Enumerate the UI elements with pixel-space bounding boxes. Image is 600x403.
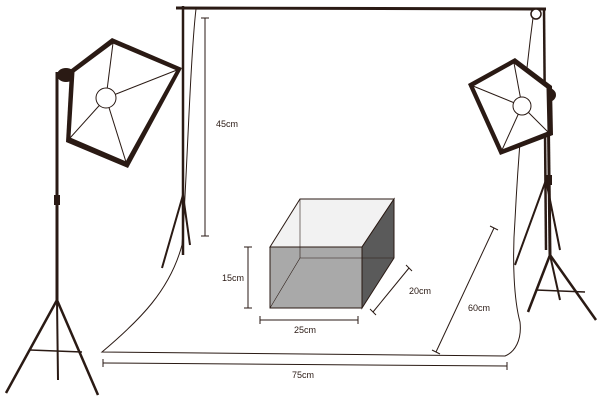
left-stand-leg-2 <box>55 299 100 396</box>
left-stand-brace <box>29 349 83 353</box>
dim-floor-depth-line <box>435 227 495 353</box>
left-stand-clamp <box>54 195 60 205</box>
label-box-width: 25cm <box>294 325 316 335</box>
right-softbox-bulb <box>512 96 532 116</box>
left-softbox-seam-3 <box>105 97 127 163</box>
label-backdrop-height: 45cm <box>216 119 238 129</box>
left-softbox-seam-2 <box>105 69 178 99</box>
dim-box-depth-cap-b <box>405 264 413 272</box>
label-backdrop-width: 75cm <box>292 370 314 380</box>
right-stand-brace <box>535 289 586 293</box>
left-stand-leg-3 <box>56 299 59 381</box>
box-hidden-edge-3 <box>269 257 301 309</box>
tripod-stand-icon <box>4 72 100 396</box>
right-stand-clamp <box>546 175 552 185</box>
softbox-light-icon <box>57 38 182 168</box>
dim-floor-depth-cap-a <box>431 349 441 355</box>
label-box-depth: 20cm <box>409 286 431 296</box>
dim-floor-depth-cap-b <box>489 225 499 231</box>
softbox-light-icon <box>468 58 556 155</box>
box-front-face <box>269 246 363 309</box>
dimension-labels: 45cm 15cm 20cm 25cm 60cm 75cm <box>216 119 490 380</box>
dim-box-depth-cap-a <box>369 308 377 316</box>
backdrop-roll-end <box>530 8 542 20</box>
label-box-height: 15cm <box>222 273 244 283</box>
right-stand-leg-1 <box>526 254 552 313</box>
left-stand-leg-1 <box>4 299 59 394</box>
backdrop-left-leg-a <box>161 194 184 269</box>
dimension-lines <box>102 17 508 370</box>
backdrop-right-leg-a <box>514 179 547 266</box>
product-box <box>269 197 395 310</box>
dim-box-depth-line <box>372 267 410 313</box>
left-softbox-face <box>69 42 178 163</box>
right-softbox-face <box>472 62 549 151</box>
right-stand-leg-3 <box>549 254 561 301</box>
dim-backdrop-width-line <box>102 362 508 367</box>
label-floor-depth: 60cm <box>468 303 490 313</box>
right-stand-leg-2 <box>548 254 598 321</box>
left-softbox-bulb <box>95 87 117 109</box>
backdrop-roll-bar <box>175 6 547 11</box>
backdrop-left-leg-b <box>182 194 191 246</box>
